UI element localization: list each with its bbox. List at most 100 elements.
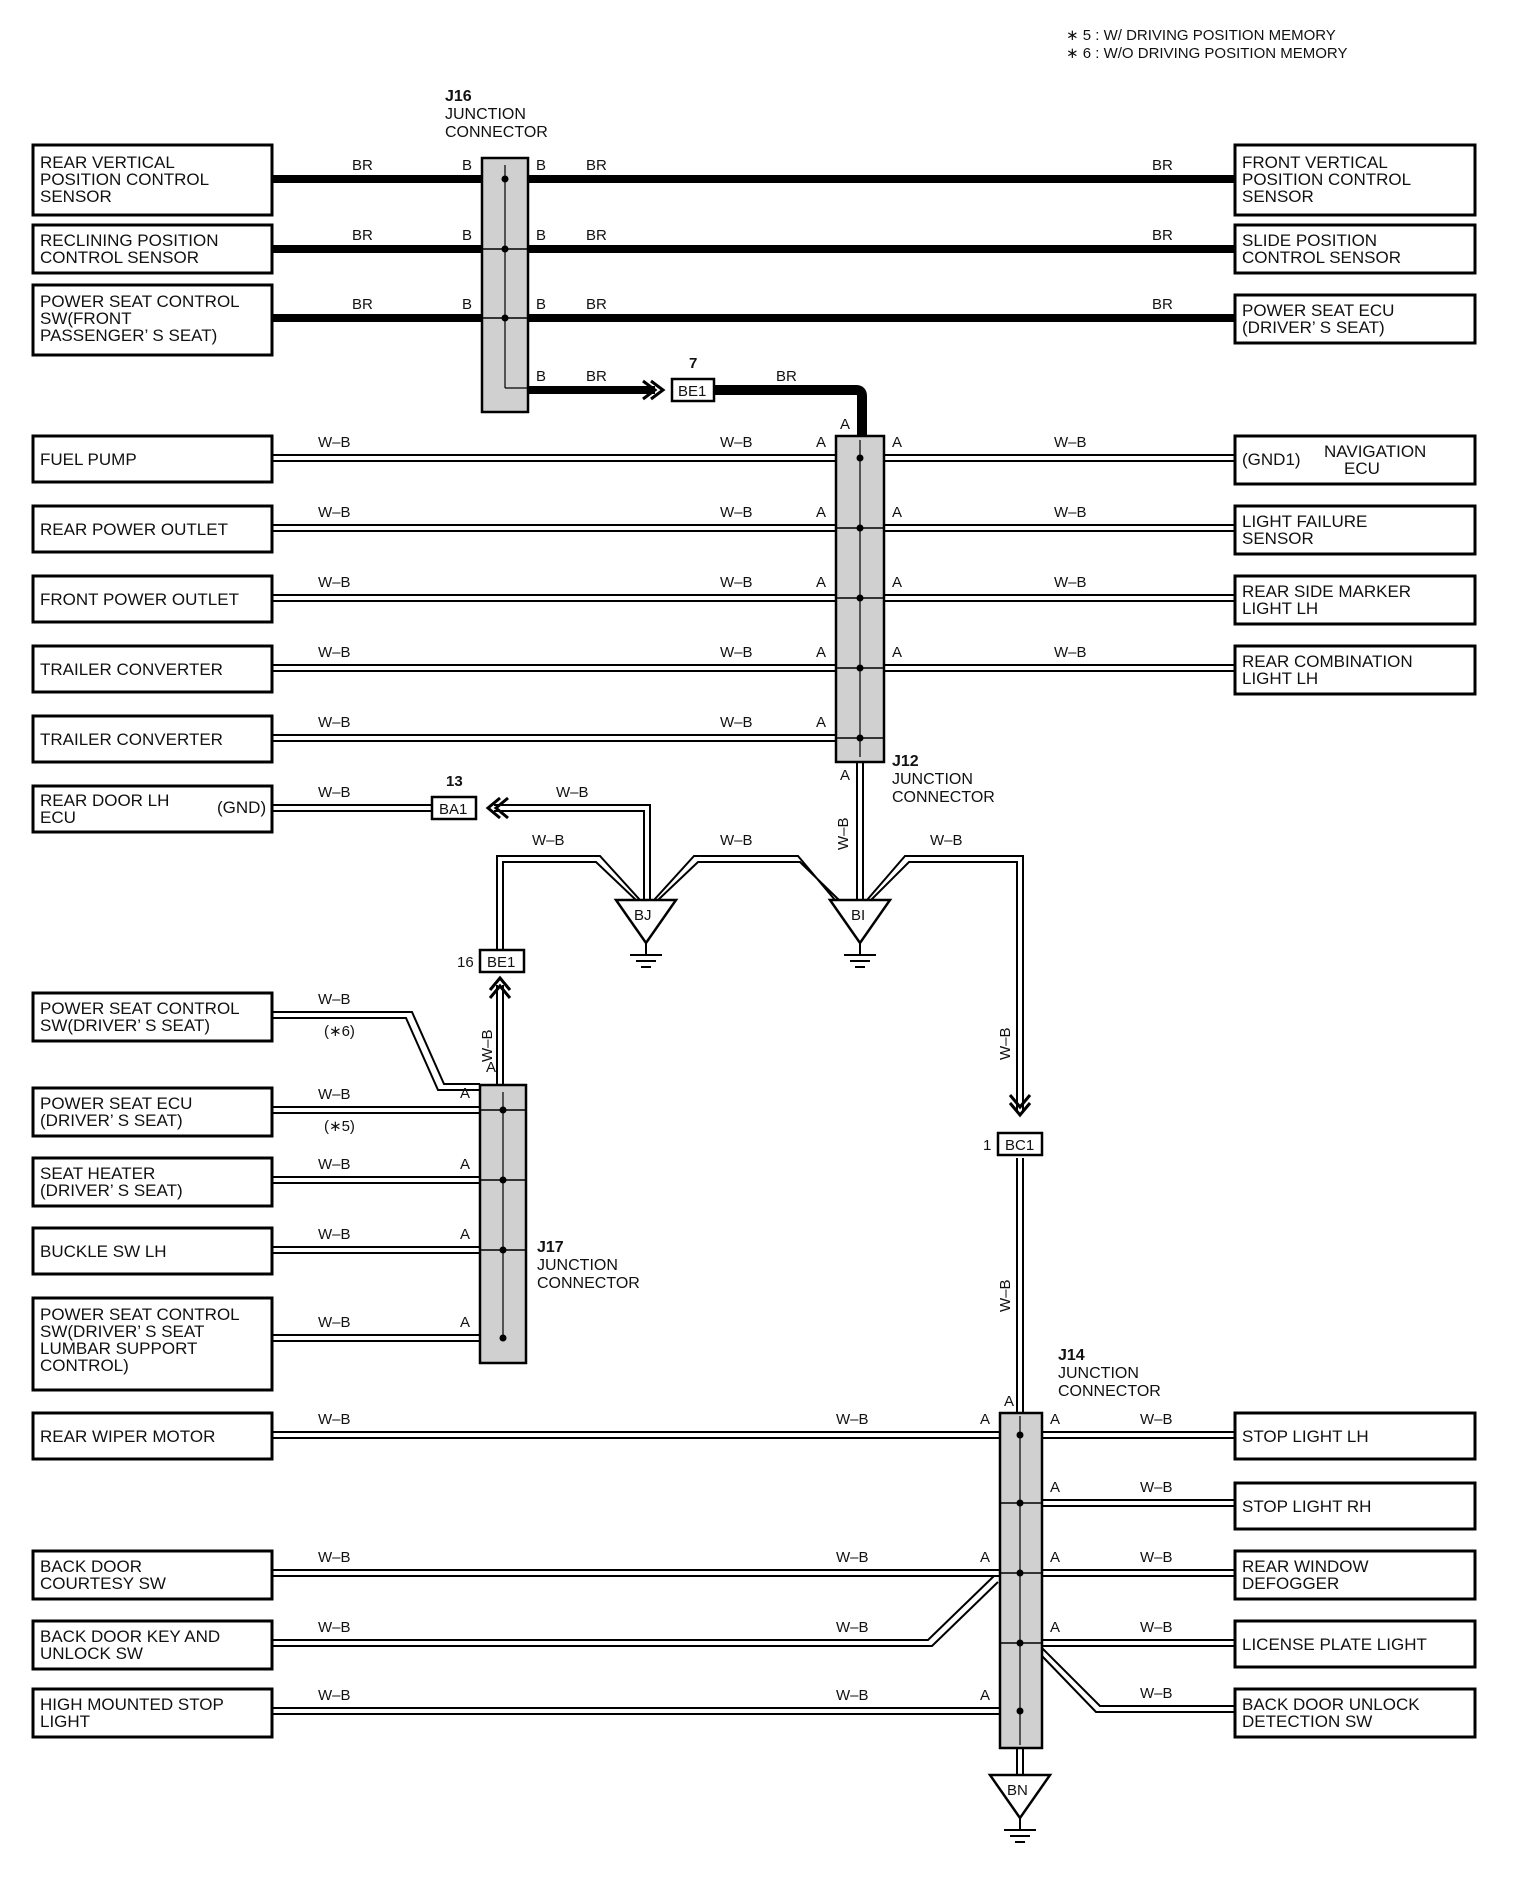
wire-label: W–B (318, 1156, 351, 1173)
ground-bn-label: BN (1007, 1782, 1028, 1799)
pin-label: A (816, 644, 826, 661)
wire-label: W–B (836, 1549, 869, 1566)
light-failure-box (1233, 504, 1477, 556)
wire-label: BR (586, 368, 607, 385)
wb-wires (272, 454, 1235, 1775)
ps-ecu-driver-label: POWER SEAT ECU(DRIVER’ S SEAT) (40, 1094, 192, 1130)
pin-label: A (1050, 1479, 1060, 1496)
j16-label-2: CONNECTOR (445, 124, 548, 141)
wire-label: W–B (318, 1314, 351, 1331)
wire-label: W–B (1054, 434, 1087, 451)
wire-label: W–B (1140, 1479, 1173, 1496)
pin-label: A (486, 1059, 496, 1076)
wire-label: W–B (318, 504, 351, 521)
wire-label: W–B (318, 434, 351, 451)
wire-label: W–B (1140, 1549, 1173, 1566)
pin-label: A (816, 504, 826, 521)
wire-label: BR (1152, 157, 1173, 174)
high-stop-box (31, 1687, 274, 1739)
wire-label: W–B (997, 1279, 1014, 1312)
bc1-pin: 1 (983, 1137, 991, 1154)
rear-door-gnd-label: (GND) (217, 798, 266, 817)
wire-labels: BR B B BR BR BR B B BR BR BR B B BR BR B… (318, 157, 1173, 1704)
wire-label: W–B (1054, 504, 1087, 521)
wire-label: BR (1152, 227, 1173, 244)
junction-j14: J14 JUNCTION CONNECTOR (998, 1347, 1161, 1750)
pin-label: A (460, 1085, 470, 1102)
note-star6: ∗ 6 : W/O DRIVING POSITION MEMORY (1066, 45, 1347, 62)
pin-label: A (460, 1314, 470, 1331)
ground-bj-label: BJ (634, 907, 652, 924)
back-unlock-box (1233, 1687, 1477, 1739)
rear-power-outlet-label: REAR POWER OUTLET (40, 520, 228, 539)
wire-label: W–B (318, 1549, 351, 1566)
pin-label: A (840, 767, 850, 784)
wire-label: W–B (1054, 644, 1087, 661)
j12-label-2: CONNECTOR (892, 789, 995, 806)
wire-label: W–B (318, 1086, 351, 1103)
pin-label: B (536, 368, 546, 385)
ps-sw-front-box (31, 283, 274, 357)
pin-label: A (892, 574, 902, 591)
wire-label: W–B (532, 832, 565, 849)
j17-label-1: JUNCTION (537, 1257, 618, 1274)
pin-label: A (460, 1226, 470, 1243)
variant-label: (∗6) (324, 1023, 355, 1040)
rear-side-marker-box (1233, 574, 1477, 626)
buckle-sw-box (31, 1226, 274, 1276)
pin-label: A (892, 434, 902, 451)
ba1-pin: 13 (446, 773, 463, 790)
wire-label: W–B (997, 1027, 1014, 1060)
be1-top-pin: 7 (689, 355, 697, 372)
rear-door-ecu-box (31, 784, 274, 834)
junction-j17: J17 JUNCTION CONNECTOR (478, 1083, 640, 1365)
junction-j16: J16 JUNCTION CONNECTOR (445, 88, 548, 414)
pin-label: A (1050, 1619, 1060, 1636)
pin-label: A (1050, 1411, 1060, 1428)
seat-heater-label: SEAT HEATER(DRIVER’ S SEAT) (40, 1164, 183, 1200)
back-courtesy-box (31, 1549, 274, 1601)
wire-label: W–B (318, 644, 351, 661)
pin-label: A (460, 1156, 470, 1173)
wire-label: W–B (835, 817, 852, 850)
ps-ecu-label: POWER SEAT ECU(DRIVER’ S SEAT) (1242, 301, 1394, 337)
front-vertical-sensor-box (1233, 143, 1477, 217)
rear-wiper-label: REAR WIPER MOTOR (40, 1427, 215, 1446)
note-star5: ∗ 5 : W/ DRIVING POSITION MEMORY (1066, 27, 1336, 44)
pin-label: B (462, 227, 472, 244)
wire-label: W–B (720, 644, 753, 661)
wire-label: W–B (930, 832, 963, 849)
pin-label: A (892, 644, 902, 661)
wire-label: W–B (720, 832, 753, 849)
wire-label: W–B (836, 1619, 869, 1636)
junction-j12: J12 JUNCTION CONNECTOR (834, 434, 995, 806)
wire-label: BR (776, 368, 797, 385)
wire-label: W–B (720, 574, 753, 591)
license-plate-label: LICENSE PLATE LIGHT (1242, 1635, 1427, 1654)
front-power-outlet-box (31, 574, 274, 624)
pin-label: B (462, 296, 472, 313)
reclining-sensor-box (31, 223, 274, 275)
wire-label: W–B (1140, 1685, 1173, 1702)
bc1-code: BC1 (1005, 1137, 1034, 1154)
pin-label: B (462, 157, 472, 174)
rear-vertical-sensor-box (31, 143, 274, 217)
wire-label: W–B (836, 1411, 869, 1428)
wire-label: W–B (318, 714, 351, 731)
ground-bi: BI (827, 898, 893, 968)
wire-label: W–B (318, 1226, 351, 1243)
